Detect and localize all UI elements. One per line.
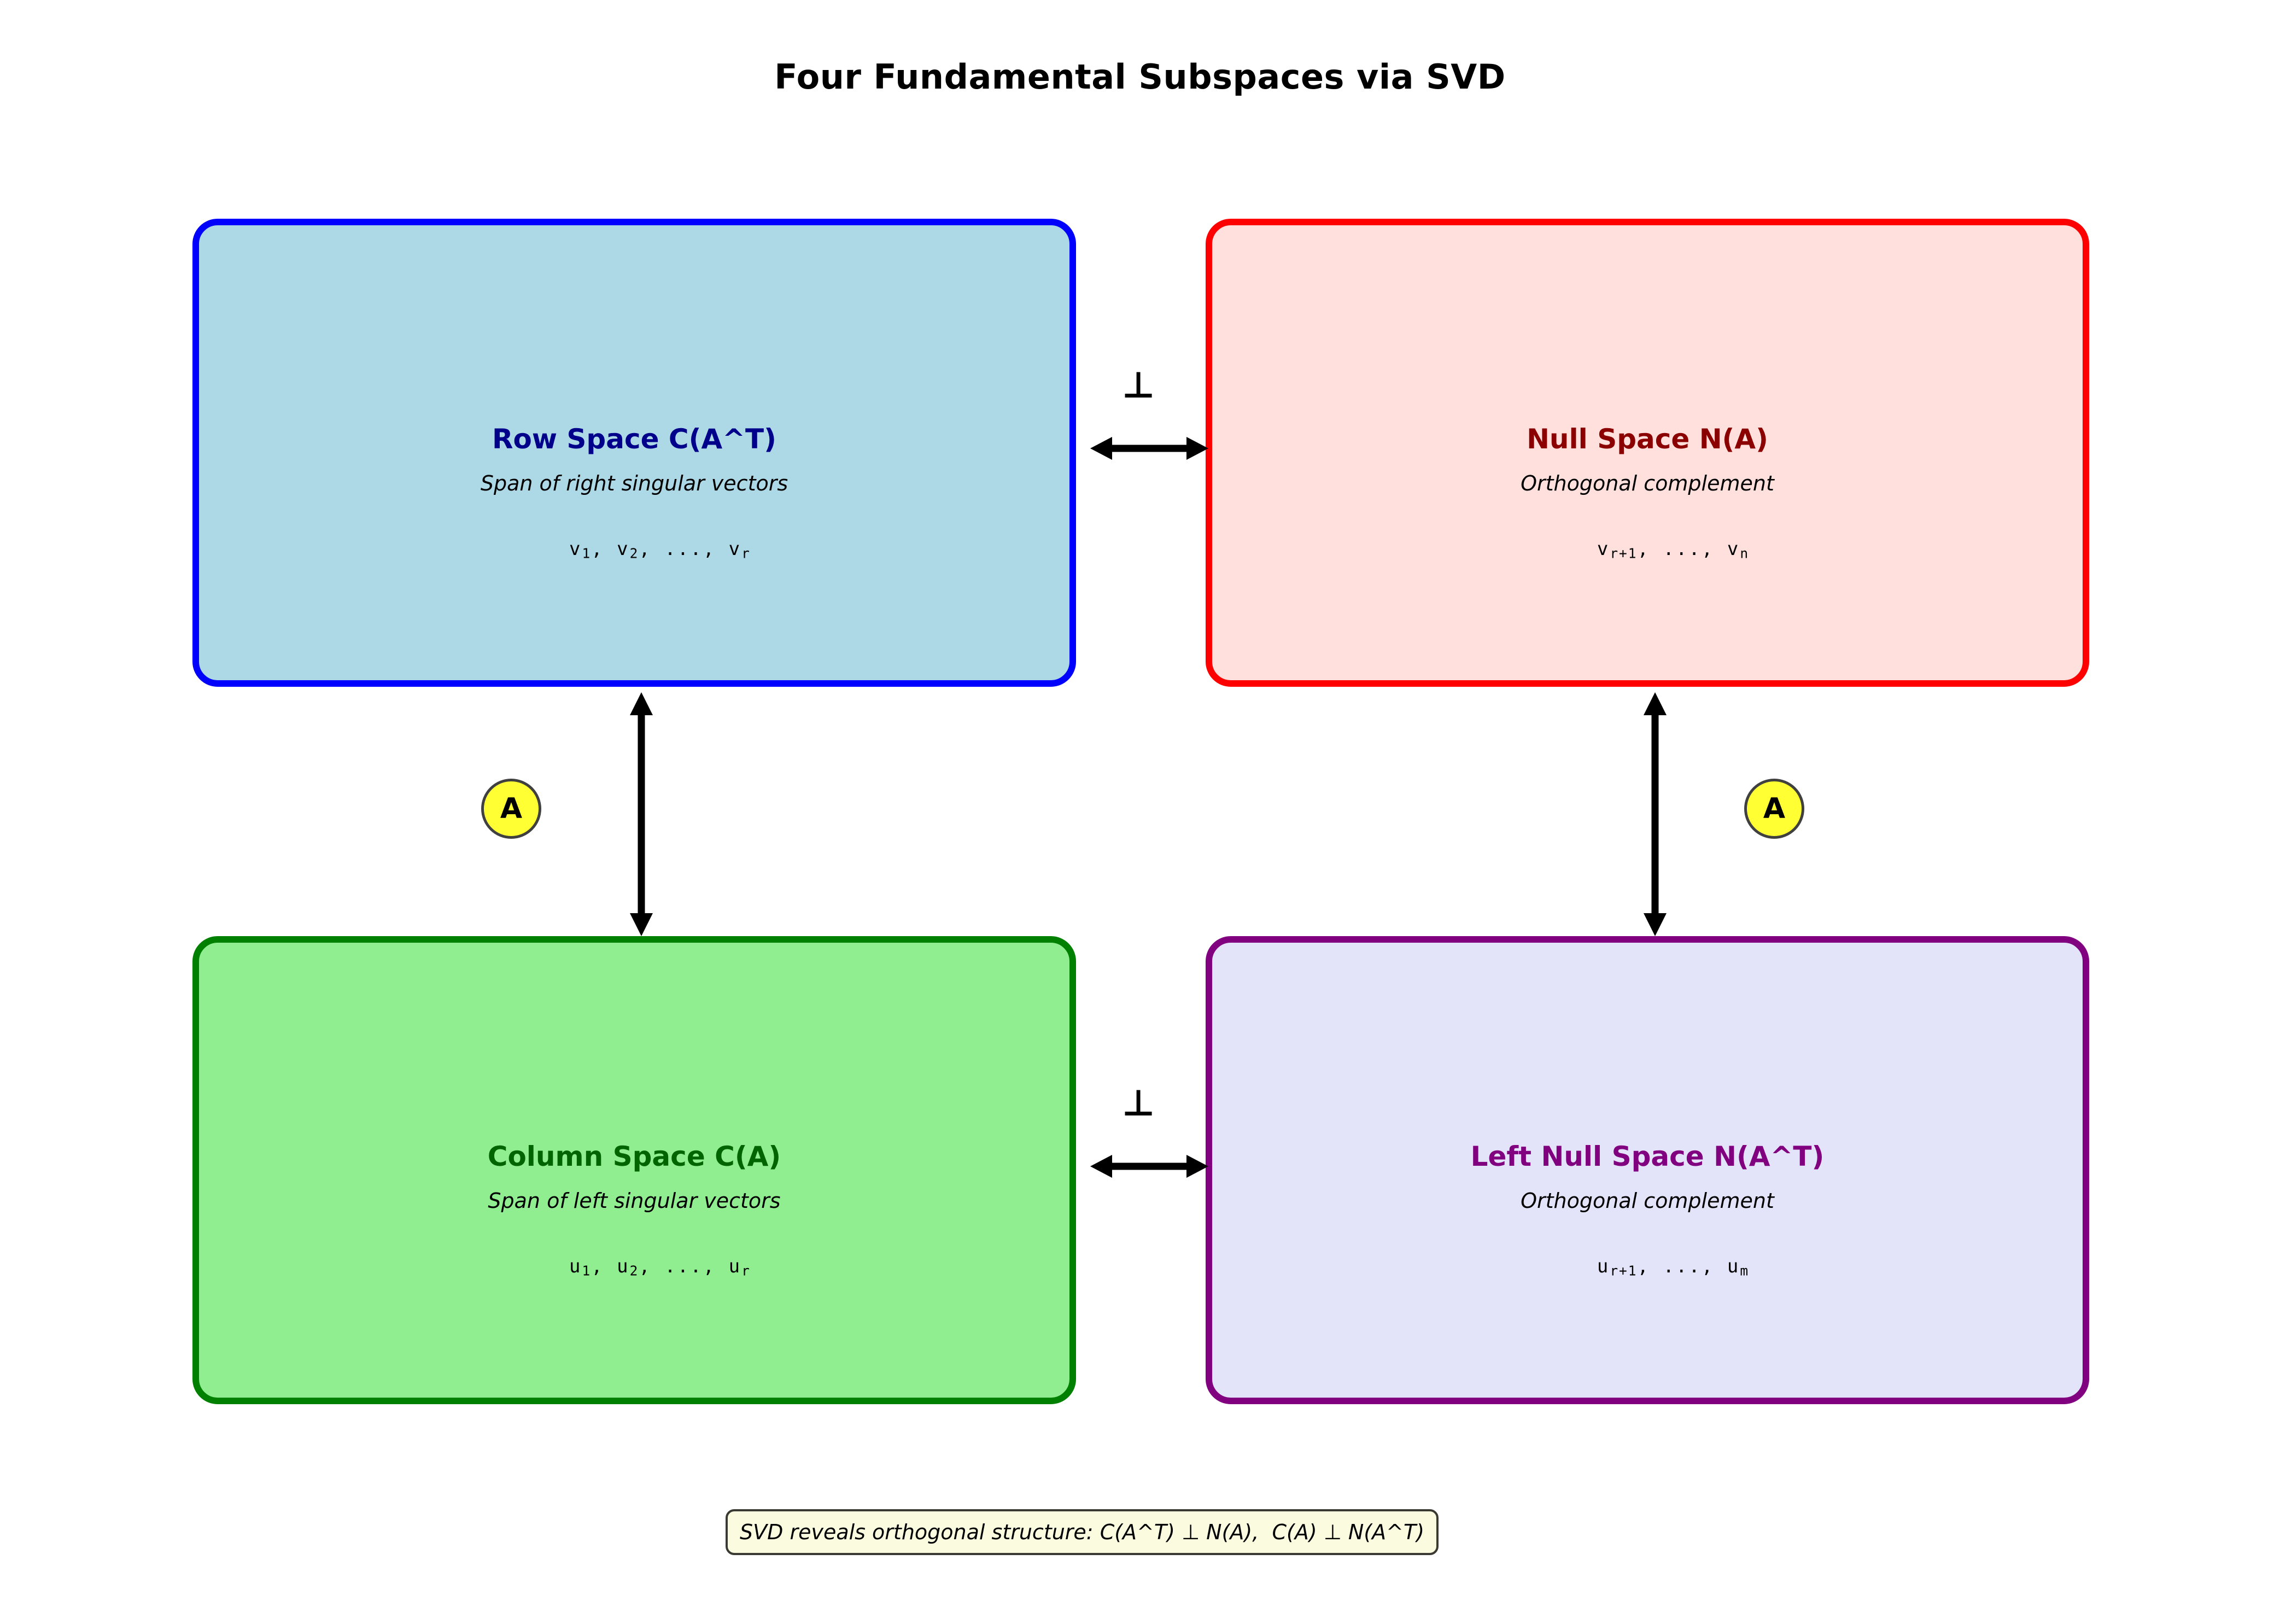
null-space-vec-1-sub: r+1 [1610, 545, 1638, 562]
transform-arrow-right [1636, 692, 1674, 939]
matrix-badge-left: A [481, 779, 541, 839]
perpendicular-symbol-top: ⊥ [1122, 364, 1155, 406]
column-space-vec-2-sub: 2 [629, 1263, 639, 1279]
perpendicular-symbol-bottom: ⊥ [1122, 1082, 1155, 1124]
row-space-vec-2-base: v [617, 538, 630, 560]
orthogonality-arrow-top [1090, 429, 1208, 470]
null-space-vectors: vr+1, ..., vn [1546, 516, 1749, 583]
subspace-box-left-null-space: Left Null Space N(A^T) Orthogonal comple… [1206, 936, 2089, 1404]
left-null-space-vec-m-base: u [1727, 1255, 1740, 1277]
row-space-vec-1-sub: 1 [582, 545, 592, 562]
null-space-vec-1-base: v [1597, 538, 1610, 560]
row-space-vec-r-sub: r [741, 545, 751, 562]
left-null-space-vec-1-base: u [1597, 1255, 1610, 1277]
row-space-vec-sep-2: , ..., [639, 538, 729, 560]
column-space-vec-2-base: u [617, 1255, 630, 1277]
column-space-vec-sep-2: , ..., [639, 1255, 729, 1277]
subspace-box-column-space: Column Space C(A) Span of left singular … [192, 936, 1076, 1404]
null-space-vec-n-sub: n [1740, 545, 1750, 562]
left-null-space-vec-m-sub: m [1740, 1263, 1750, 1279]
row-space-vec-r-base: v [728, 538, 742, 560]
row-space-vectors: v1, v2, ..., vr [518, 516, 751, 583]
subspace-box-row-space: Row Space C(A^T) Span of right singular … [192, 219, 1076, 687]
matrix-badge-right: A [1744, 779, 1804, 839]
column-space-vec-r-base: u [728, 1255, 742, 1277]
footnote-caption: SVD reveals orthogonal structure: C(A^T)… [726, 1509, 1439, 1555]
left-null-space-subtitle: Orthogonal complement [1521, 1189, 1774, 1213]
null-space-vec-sep-1: , ..., [1637, 538, 1727, 560]
column-space-vec-r-sub: r [741, 1263, 751, 1279]
subspace-box-null-space: Null Space N(A) Orthogonal complement vr… [1206, 219, 2089, 687]
column-space-title: Column Space C(A) [487, 1141, 781, 1172]
left-null-space-vec-1-sub: r+1 [1610, 1263, 1638, 1279]
null-space-subtitle: Orthogonal complement [1521, 471, 1774, 495]
page-title: Four Fundamental Subspaces via SVD [774, 57, 1506, 97]
row-space-subtitle: Span of right singular vectors [480, 471, 788, 495]
column-space-vec-1-sub: 1 [582, 1263, 592, 1279]
row-space-vec-sep-1: , [591, 538, 617, 560]
column-space-subtitle: Span of left singular vectors [488, 1189, 781, 1213]
orthogonality-arrow-bottom [1090, 1147, 1208, 1188]
row-space-vec-1-base: v [569, 538, 582, 560]
null-space-title: Null Space N(A) [1527, 423, 1768, 455]
null-space-vec-n-base: v [1727, 538, 1740, 560]
column-space-vectors: u1, u2, ..., ur [518, 1234, 751, 1300]
column-space-vec-sep-1: , [591, 1255, 617, 1277]
left-null-space-vectors: ur+1, ..., um [1546, 1234, 1749, 1300]
row-space-title: Row Space C(A^T) [492, 423, 777, 455]
transform-arrow-left [622, 692, 660, 939]
left-null-space-vec-sep-1: , ..., [1637, 1255, 1727, 1277]
left-null-space-title: Left Null Space N(A^T) [1470, 1141, 1825, 1172]
column-space-vec-1-base: u [569, 1255, 582, 1277]
row-space-vec-2-sub: 2 [629, 545, 639, 562]
